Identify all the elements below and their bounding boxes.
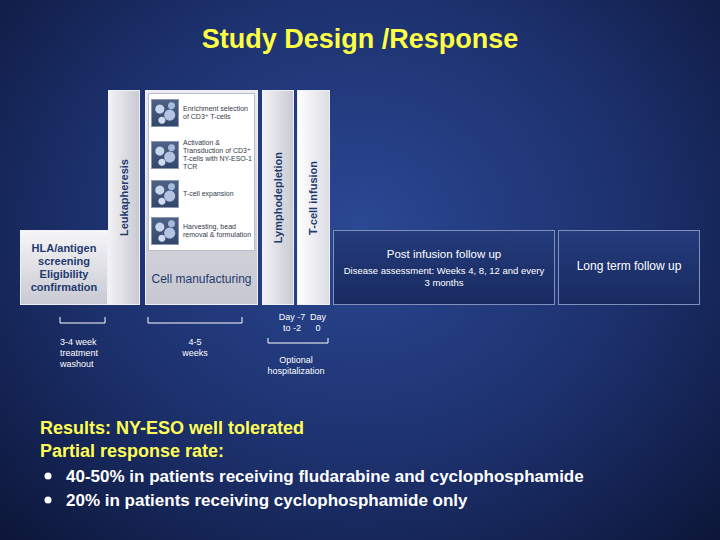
- phase-band: Lymphodepletion: [262, 90, 294, 305]
- node-body: Disease assessment: Weeks 4, 8, 12 and e…: [334, 265, 554, 289]
- node-label: Harvesting, bead removal & formulation: [183, 223, 253, 239]
- slide-title: Study Design /Response: [0, 22, 720, 56]
- node-label: Lymphodepletion: [272, 152, 285, 243]
- day-label: Day -7 to -2: [275, 312, 309, 334]
- result-heading: Results: NY-ESO well tolerated: [40, 417, 700, 439]
- bullet-dot: [45, 473, 52, 480]
- node-label: Activation & Transduction of CD3⁺ T-cell…: [183, 139, 253, 171]
- bullet-text: 40-50% in patients receiving fludarabine…: [66, 466, 716, 487]
- step-box: T-cell expansion: [149, 178, 254, 210]
- note-text: Optional hospitalization: [260, 355, 332, 377]
- node-label: Leukapheresis: [118, 159, 131, 236]
- result-heading: Partial response rate:: [40, 440, 700, 462]
- process-box: Cell manufacturing Enrichment selection o…: [145, 90, 258, 305]
- phase-band: Leukapheresis: [108, 90, 140, 305]
- duration-note: 3-4 week treatment washout: [60, 337, 122, 370]
- process-box: Long term follow up: [558, 230, 700, 305]
- phase-band: T-cell infusion: [297, 90, 330, 305]
- cell-image: [151, 180, 179, 208]
- cell-image: [151, 141, 179, 169]
- node-label: Long term follow up: [577, 259, 682, 273]
- duration-bracket: [60, 317, 105, 323]
- node-label: Cell manufacturing: [148, 257, 255, 301]
- node-label: HLA/antigen screening Eligibility confir…: [21, 242, 107, 294]
- step-box: Harvesting, bead removal & formulation: [149, 212, 254, 249]
- node-label: Post infusion follow up: [387, 247, 501, 261]
- duration-bracket: [148, 317, 242, 323]
- node-label: T-cell expansion: [183, 190, 253, 198]
- node-label: T-cell infusion: [307, 161, 320, 235]
- duration-note: 4-5 weeks: [180, 337, 210, 359]
- process-box: HLA/antigen screening Eligibility confir…: [20, 230, 108, 305]
- duration-bracket: [268, 338, 328, 343]
- bullet-text: 20% in patients receiving cyclophosphami…: [66, 490, 716, 511]
- bullet-dot: [45, 497, 52, 504]
- node-label: Enrichment selection of CD3⁺ T-cells: [183, 105, 253, 121]
- step-box: Activation & Transduction of CD3⁺ T-cell…: [149, 134, 254, 176]
- cell-image: [151, 217, 179, 245]
- day-label: Day 0: [308, 312, 328, 334]
- step-box: Enrichment selection of CD3⁺ T-cells: [149, 94, 254, 132]
- cell-image: [151, 99, 179, 127]
- process-box: Post infusion follow up Disease assessmen…: [333, 230, 555, 305]
